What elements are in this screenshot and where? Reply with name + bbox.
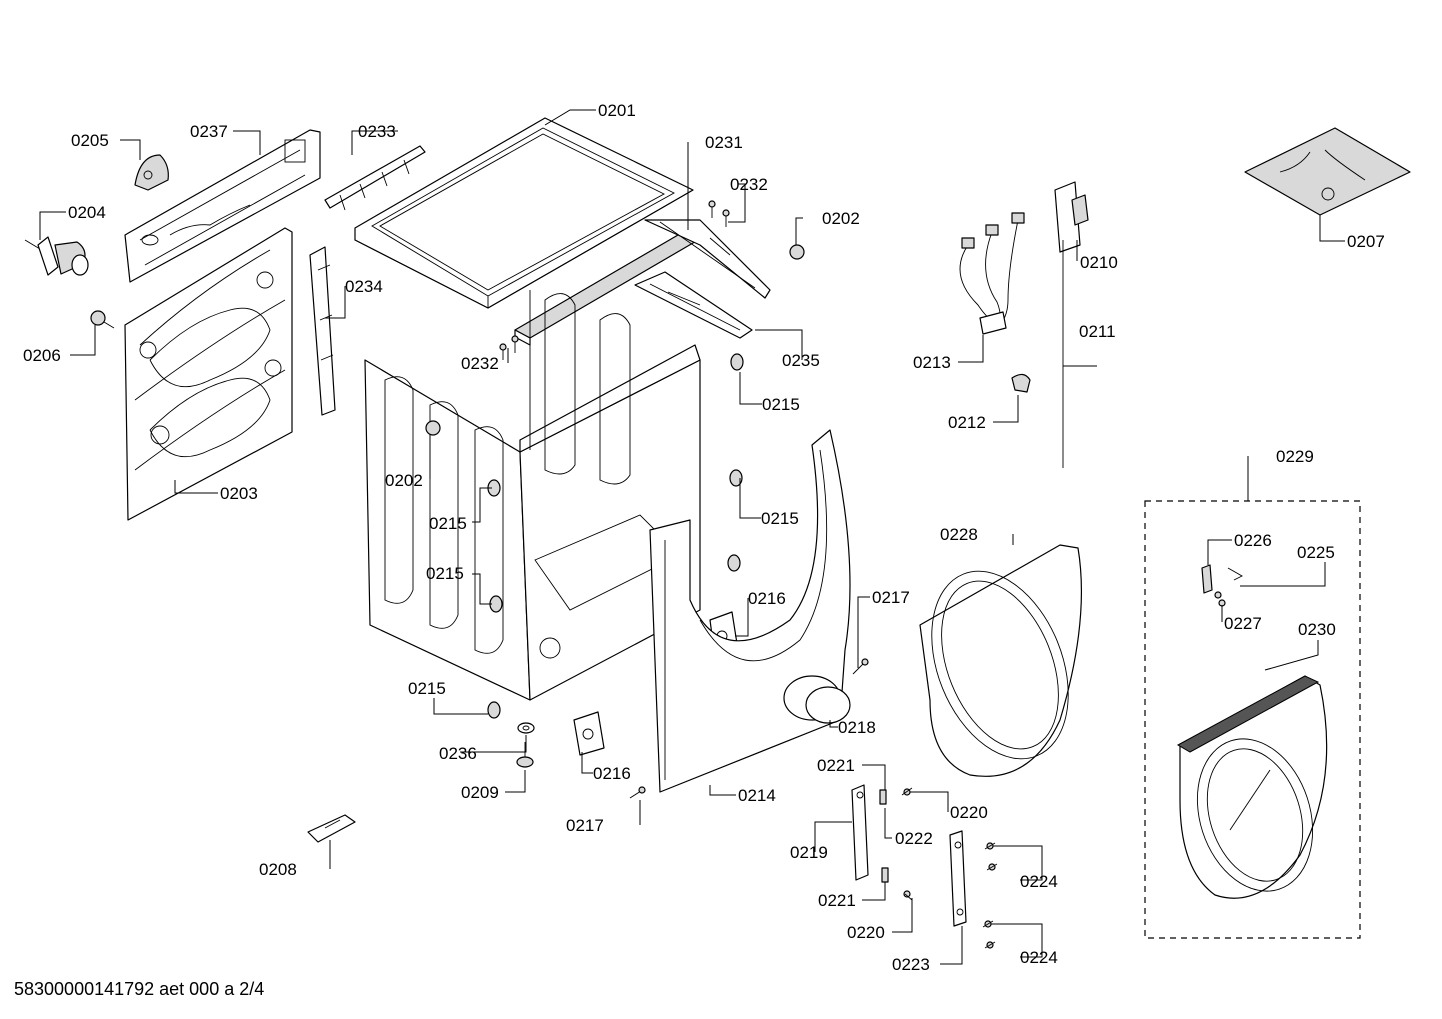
part-0223-hinge-plate [949, 830, 967, 927]
part-0213-wiring-harness [959, 212, 1025, 335]
label-0237: 0237 [190, 122, 228, 141]
part-0236-washer [517, 722, 535, 734]
part-0226-hinge-plate [1201, 564, 1213, 594]
label-0221: 0221 [817, 756, 855, 775]
part-cabinet-frame [364, 290, 701, 701]
label-0224: 0224 [1020, 872, 1058, 891]
label-0236: 0236 [439, 744, 477, 763]
label-0217: 0217 [872, 588, 910, 607]
label-0205: 0205 [71, 131, 109, 150]
label-0215: 0215 [429, 514, 467, 533]
part-0231-top-rail [514, 219, 771, 346]
label-0215: 0215 [762, 395, 800, 414]
label-0233: 0233 [358, 122, 396, 141]
label-0211: 0211 [1079, 322, 1116, 341]
part-0225-catch [1227, 567, 1243, 581]
label-0227: 0227 [1224, 614, 1262, 633]
label-0208: 0208 [259, 860, 297, 879]
part-0216-bracket-b [573, 711, 605, 756]
part-0220-screw-b [903, 890, 913, 901]
part-0215-c [729, 469, 743, 487]
label-0216: 0216 [748, 589, 786, 608]
label-0219: 0219 [790, 843, 828, 862]
part-0217-screw-a [852, 658, 869, 675]
label-0206: 0206 [23, 346, 61, 365]
label-0220: 0220 [847, 923, 885, 942]
label-0203: 0203 [220, 484, 258, 503]
part-0232-screws-upper [708, 200, 730, 227]
label-0202: 0202 [385, 471, 423, 490]
label-0220: 0220 [950, 803, 988, 822]
part-0221-pin-a [879, 789, 887, 805]
label-0229: 0229 [1276, 447, 1314, 466]
label-0234: 0234 [345, 277, 383, 296]
part-number-labels: 0201 0202 0202 0203 0204 0205 0206 0207 … [23, 101, 1385, 974]
part-0205 [134, 154, 169, 191]
part-0207-accessory-bag [1244, 127, 1411, 216]
part-0202-grommet-b [425, 420, 441, 436]
part-0215-d [727, 554, 741, 572]
part-0232-screws-lower [499, 335, 519, 360]
label-0214: 0214 [738, 786, 776, 805]
part-0203-rear-panel [124, 227, 293, 521]
label-0217: 0217 [566, 816, 604, 835]
part-0220-screw-a [901, 787, 913, 796]
part-0235-bracket [634, 271, 753, 339]
label-0215: 0215 [761, 509, 799, 528]
document-id: 58300000141792 aet 000 a 2/4 [14, 979, 265, 999]
part-0219-hinge [851, 784, 869, 881]
label-0226: 0226 [1234, 531, 1272, 550]
label-0232: 0232 [461, 354, 499, 373]
part-0227-screws [1214, 591, 1226, 607]
label-0210: 0210 [1080, 253, 1118, 272]
label-0215: 0215 [426, 564, 464, 583]
part-0202-grommet-a [789, 244, 805, 260]
part-0228-door-ring [919, 544, 1083, 777]
label-0230: 0230 [1298, 620, 1336, 639]
part-0201-top-cover [354, 117, 694, 309]
part-0224-screws-upper [984, 842, 998, 871]
part-0234-side-rail [309, 246, 336, 416]
part-0217-screw-b [629, 786, 646, 799]
part-0237-upper-rear-panel [124, 129, 321, 283]
label-0202: 0202 [822, 209, 860, 228]
part-0209-foot [516, 742, 534, 768]
part-0218-cap [783, 675, 851, 724]
label-0223: 0223 [892, 955, 930, 974]
part-0221-pin-b [881, 867, 889, 883]
part-0210-door-lock [1054, 181, 1089, 253]
part-0215-f [487, 701, 501, 719]
label-0222: 0222 [895, 829, 933, 848]
label-0213: 0213 [913, 353, 951, 372]
label-0224: 0224 [1020, 948, 1058, 967]
label-0215: 0215 [408, 679, 446, 698]
label-0231: 0231 [705, 133, 743, 152]
label-0232: 0232 [730, 175, 768, 194]
part-0204-spring-assembly [24, 236, 89, 276]
part-0224-screws-lower [982, 920, 996, 949]
label-0212: 0212 [948, 413, 986, 432]
label-0204: 0204 [68, 203, 106, 222]
label-0209: 0209 [461, 783, 499, 802]
part-0230-door [1176, 675, 1328, 899]
label-0218: 0218 [838, 718, 876, 737]
part-0208-bracket [307, 814, 356, 843]
part-0233-rail [324, 145, 426, 211]
label-0221: 0221 [818, 891, 856, 910]
label-0235: 0235 [782, 351, 820, 370]
label-0216: 0216 [593, 764, 631, 783]
label-0201: 0201 [598, 101, 636, 120]
label-0225: 0225 [1297, 543, 1335, 562]
label-0207: 0207 [1347, 232, 1385, 251]
part-0212-clip [1011, 373, 1031, 393]
part-0229-door-assembly-group [1144, 500, 1361, 939]
label-0228: 0228 [940, 525, 978, 544]
part-0206-screw [90, 310, 115, 329]
leader-lines [39, 109, 1345, 965]
part-0215-a [730, 353, 744, 371]
